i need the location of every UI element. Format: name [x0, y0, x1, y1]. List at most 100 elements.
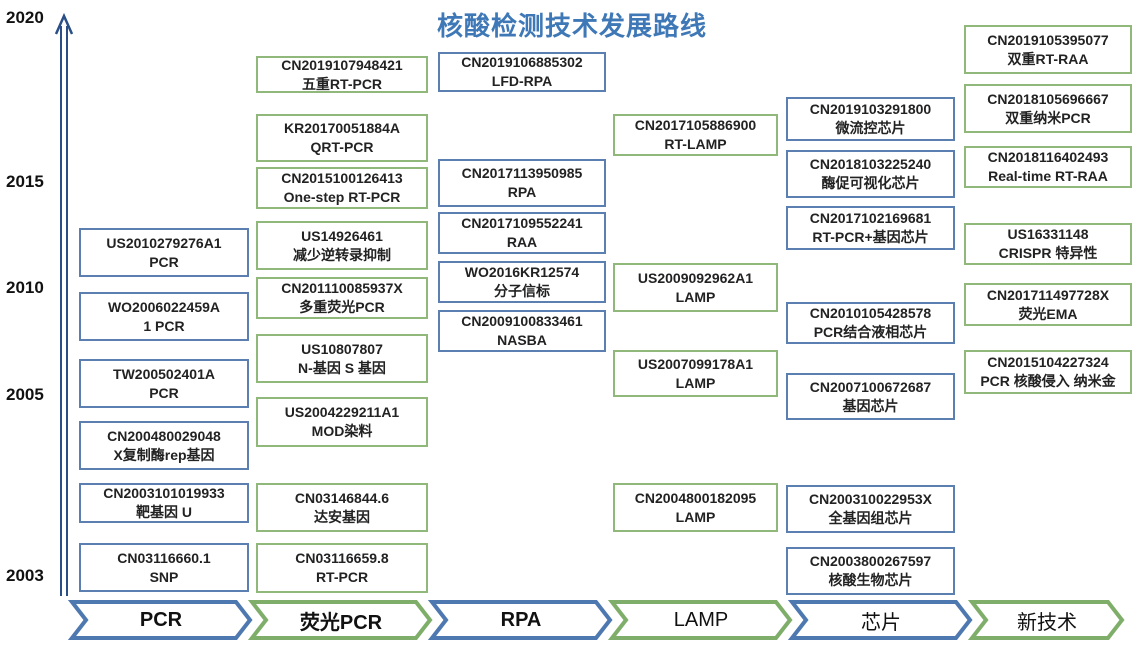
- patent-number: US14926461: [301, 227, 383, 244]
- patent-card: CN2003101019933 靶基因 U: [79, 483, 249, 523]
- patent-number: CN2015100126413: [281, 170, 403, 186]
- patent-description: 靶基因 U: [136, 504, 192, 520]
- patent-description: Real-time RT-RAA: [988, 168, 1108, 184]
- chevron-chip: [787, 600, 973, 640]
- patent-card: CN2018105696667 双重纳米PCR: [964, 84, 1132, 133]
- year-2020: 2020: [6, 8, 44, 27]
- chevron-pcr: [67, 600, 253, 640]
- patent-number: WO2016KR12574: [464, 264, 580, 280]
- patent-card: KR20170051884A QRT-PCR: [256, 114, 428, 162]
- patent-number: CN200480029048: [107, 427, 221, 444]
- patent-number: CN2019103291800: [809, 101, 932, 117]
- patent-number: CN2017113950985: [461, 165, 583, 181]
- patent-description: SNP: [149, 568, 179, 585]
- patent-description: LAMP: [675, 374, 716, 391]
- chevron-lamp: [607, 600, 793, 640]
- patent-description: 酶促可视化芯片: [821, 175, 920, 191]
- patent-number: CN201711497728X: [986, 286, 1110, 303]
- patent-description: PCR: [149, 384, 179, 401]
- patent-number: CN200310022953X: [809, 491, 932, 507]
- category-label-rpa: RPA: [500, 608, 542, 631]
- patent-number: CN2019106885302: [461, 54, 583, 70]
- category-chevrons: [67, 600, 1125, 640]
- patent-description: RAA: [506, 234, 538, 250]
- patent-description: 微流控芯片: [835, 120, 906, 136]
- category-label-lamp: LAMP: [673, 608, 729, 631]
- patent-number: CN2018105696667: [987, 90, 1109, 107]
- patent-description: 达安基因: [314, 508, 370, 525]
- patent-number: KR20170051884A: [284, 120, 400, 136]
- patent-description: 多重荧光PCR: [299, 299, 385, 315]
- patent-description: PCR结合液相芯片: [813, 324, 928, 340]
- patent-card: CN2019107948421 五重RT-PCR: [256, 56, 428, 93]
- patent-number: TW200502401A: [113, 365, 215, 382]
- patent-description: RT-PCR+基因芯片: [812, 229, 929, 245]
- category-label-fluorescent-pcr: 荧光PCR: [299, 611, 383, 634]
- chevron-new-tech: [967, 600, 1125, 640]
- patent-description: 五重RT-PCR: [301, 75, 383, 92]
- patent-number: CN2015104227324: [987, 354, 1109, 370]
- patent-description: QRT-PCR: [310, 139, 374, 155]
- patent-card: US14926461 减少逆转录抑制: [256, 221, 428, 270]
- patent-description: 分子信标: [494, 283, 550, 299]
- patent-description: 1 PCR: [143, 317, 185, 334]
- patent-card: CN201110085937X 多重荧光PCR: [256, 277, 428, 319]
- patent-description: 双重纳米PCR: [1005, 109, 1091, 126]
- patent-number: CN2017109552241: [461, 215, 583, 231]
- patent-description: PCR 核酸侵入 纳米金: [980, 373, 1116, 389]
- year-2003: 2003: [6, 566, 44, 585]
- patent-card: CN2019103291800 微流控芯片: [786, 97, 955, 141]
- patent-description: 减少逆转录抑制: [293, 246, 391, 263]
- patent-number: CN2019105395077: [987, 31, 1109, 48]
- patent-number: US2007099178A1: [637, 355, 754, 372]
- patent-number: CN2003101019933: [103, 485, 225, 501]
- patent-card: TW200502401A PCR: [79, 359, 249, 408]
- patent-number: US2010279276A1: [106, 234, 222, 251]
- patent-card: WO2006022459A 1 PCR: [79, 292, 249, 341]
- patent-number: CN03116659.8: [295, 550, 389, 566]
- patent-description: 基因芯片: [842, 397, 899, 414]
- patent-number: CN2018116402493: [987, 149, 1109, 165]
- category-label-new-tech: 新技术: [1017, 611, 1077, 634]
- patent-number: CN03116660.1: [117, 549, 211, 566]
- patent-description: MOD染料: [311, 423, 373, 439]
- patent-description: LFD-RPA: [491, 73, 553, 89]
- chevron-rpa: [427, 600, 613, 640]
- patent-description: RT-LAMP: [664, 136, 727, 152]
- patent-number: CN2004800182095: [634, 489, 757, 506]
- year-2005: 2005: [6, 385, 44, 404]
- patent-description: RPA: [507, 184, 537, 200]
- patent-number: CN2017102169681: [809, 210, 932, 226]
- patent-description: CRISPR 特异性: [998, 245, 1098, 261]
- patent-number: CN2019107948421: [281, 56, 403, 73]
- diagram-title: 核酸检测技术发展路线: [436, 12, 707, 42]
- patent-number: WO2006022459A: [107, 298, 221, 315]
- category-label-chip: 芯片: [861, 611, 901, 634]
- patent-number: CN201110085937X: [281, 280, 403, 296]
- patent-number: CN2017105886900: [634, 117, 757, 133]
- patent-number: CN2018103225240: [809, 156, 932, 172]
- patent-description: RT-PCR: [315, 569, 369, 585]
- year-2015: 2015: [6, 172, 44, 191]
- patent-description: 核酸生物芯片: [828, 572, 913, 588]
- patent-card: CN201711497728X 荧光EMA: [964, 283, 1132, 326]
- patent-description: 荧光EMA: [1018, 305, 1078, 322]
- patent-description: NASBA: [497, 332, 547, 348]
